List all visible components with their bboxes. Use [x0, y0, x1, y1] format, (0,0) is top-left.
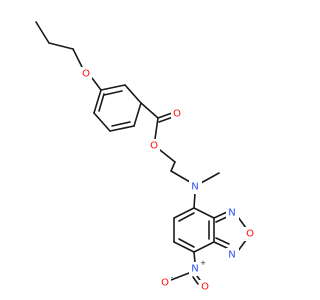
oxadiazole-bond-2: [237, 216, 247, 229]
amine-nitrogen-label: N: [191, 182, 198, 193]
oxadiazole-bond-4: [213, 241, 228, 249]
ring1-bond-2: [124, 84, 142, 104]
ring1-bond-6: [93, 89, 102, 114]
label-mask-ring-nitrogen-top: [226, 206, 239, 220]
propyl-bond-1: [35, 21, 50, 44]
ring2-inner-1: [178, 212, 195, 222]
ring-nitro-bond: [193, 251, 196, 264]
nitro-o-left-bond: [170, 272, 190, 281]
ring2-bond-6: [173, 207, 195, 219]
n-methyl-bond: [200, 172, 220, 184]
atom-labels: O O O N N O N N + O - O: [80, 67, 256, 294]
ring-carbonyl-bond: [140, 102, 159, 119]
ester-oxygen-label: O: [150, 141, 158, 152]
ring2-bond-4: [173, 241, 195, 253]
nitro-oxygen-left-label: O: [161, 278, 169, 289]
propyl-bond-2: [48, 42, 74, 50]
label-mask-ring-nitrogen-bottom: [226, 248, 239, 262]
ester-ch2-bond: [159, 149, 176, 163]
carbonyl-oxygen-label: O: [173, 109, 181, 120]
n-ring-bond: [193, 192, 196, 209]
ether-oxygen-label: O: [82, 69, 90, 80]
ring1-bond-4: [109, 125, 135, 132]
ring-nitrogen-bottom-label: N: [228, 250, 235, 261]
ring1-inner-1: [103, 90, 123, 96]
carbonyl-ester-bond: [154, 117, 159, 140]
ring1-inner-3: [98, 93, 105, 112]
ring2-bond-3: [193, 241, 215, 253]
label-mask-ether-oxygen: [80, 67, 92, 81]
oxadiazole-bond-1: [213, 211, 228, 219]
label-mask-amine-nitrogen: [189, 180, 202, 194]
label-mask-ring-oxygen: [244, 227, 256, 241]
label-mask-nitro-oxygen-down: [199, 280, 211, 294]
propyl-bond-3: [72, 48, 83, 68]
ring1-inner-2: [111, 121, 131, 127]
ring1-bond-3: [133, 102, 142, 127]
label-mask-carbonyl-oxygen: [171, 107, 183, 121]
nitro-o-down-2: [192, 276, 199, 285]
nitro-oxygen-down-label: O: [201, 282, 209, 293]
ring2-inner-2: [178, 238, 195, 248]
ring2-bond-1: [193, 207, 215, 219]
label-mask-ester-oxygen: [148, 139, 160, 153]
oxadiazole-bond-3: [237, 239, 247, 252]
ch2-ch2-bond: [170, 161, 176, 172]
carbonyl-double-1: [157, 112, 173, 119]
label-mask-nitro-oxygen-left: [159, 276, 171, 290]
carbonyl-double-2: [158, 116, 174, 123]
ring1-bond-1: [100, 84, 126, 91]
nitro-negative-charge: -: [171, 274, 174, 282]
molecule-structure: O O O N N O N N + O - O: [35, 21, 256, 294]
ring1-bond-5: [93, 112, 111, 132]
ether-bond-ring: [91, 77, 102, 91]
nitro-positive-charge: +: [200, 259, 206, 267]
oxadiazole-bond-4b: [215, 237, 230, 245]
bond-lines: [35, 21, 247, 285]
ch2-nitrogen-bond: [170, 170, 191, 183]
ring-nitrogen-top-label: N: [228, 208, 235, 219]
label-mask-nitro-nitrogen: [189, 262, 202, 276]
ring-oxygen-label: O: [246, 229, 254, 240]
nitro-nitrogen-label: N: [191, 264, 198, 275]
